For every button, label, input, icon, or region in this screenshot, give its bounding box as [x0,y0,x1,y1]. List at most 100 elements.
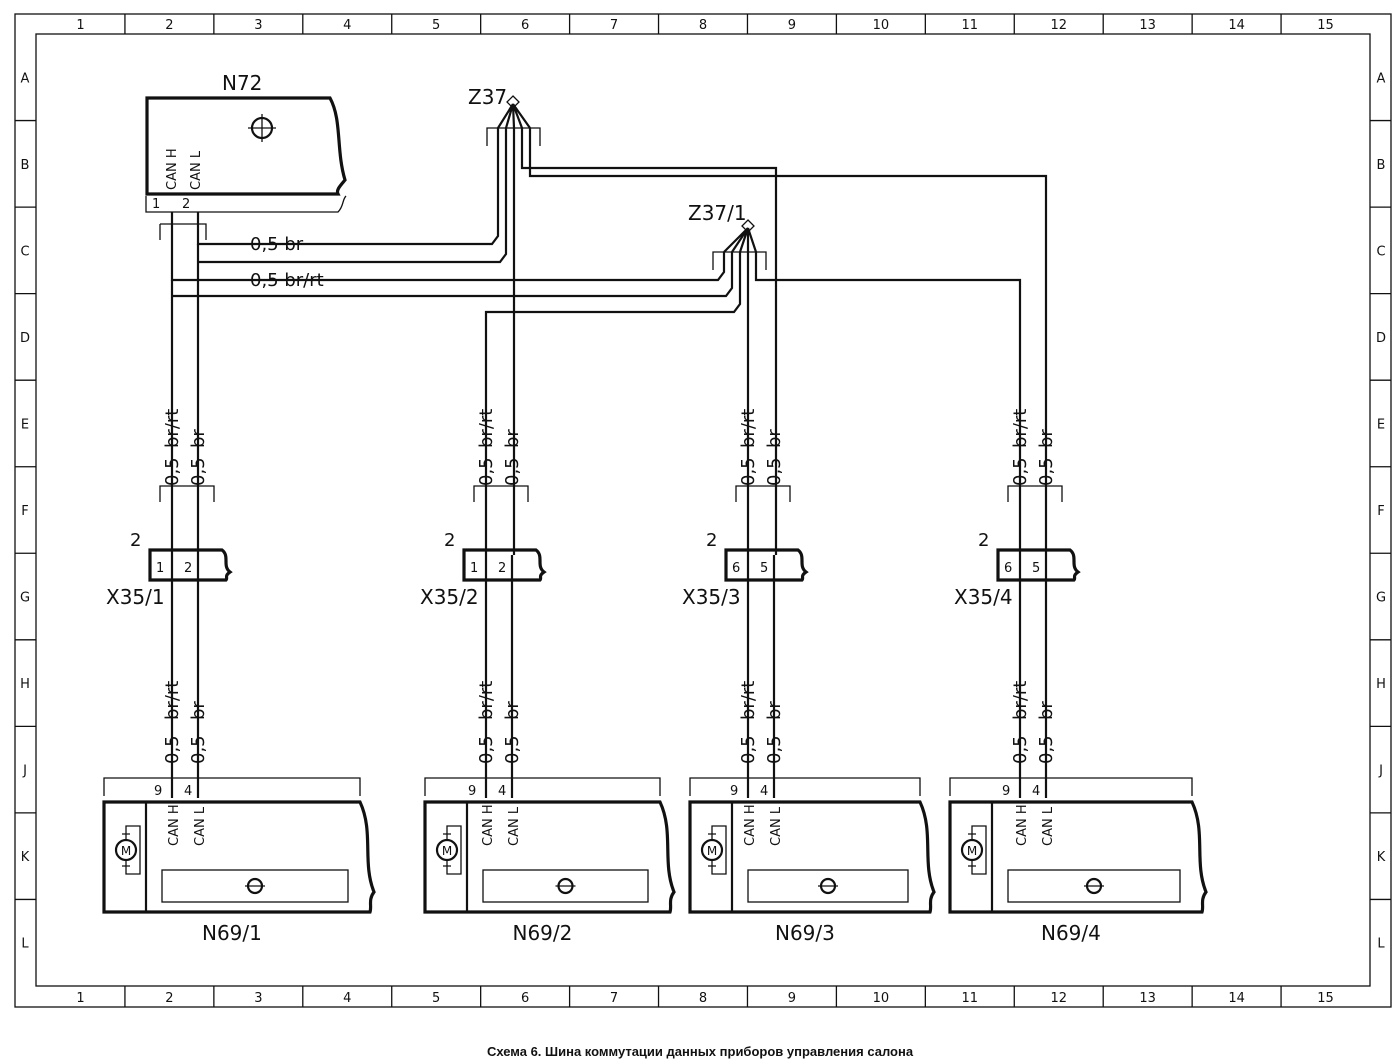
grid-col-top-2: 2 [165,18,173,33]
connector-3-pin-b: 5 [760,561,768,576]
branch3-lower-size-b: 0,5 [764,735,785,764]
grid-col-top-7: 7 [610,18,618,33]
grid-col-bottom-7: 7 [610,991,618,1006]
n72-pin-2: 2 [182,197,190,212]
grid-row-left-G: G [20,591,30,606]
branch4-upper-br-rt-label: br/rt [1010,409,1031,448]
grid-row-right-E: E [1377,417,1385,432]
grid-col-bottom-12: 12 [1050,991,1067,1006]
module-1-motor-label: M [121,844,131,858]
module-1-pin-b: 4 [184,784,192,799]
branch4-lower-size-a: 0,5 [1010,735,1031,764]
branch1-lower-br-rt-label: br/rt [162,681,183,720]
grid-row-right-H: H [1376,677,1386,692]
module-n69-4 [948,800,1208,914]
module-3-can-l-label: CAN L [769,806,784,846]
diagram-frame: 1122334455667788991010111112121313141415… [14,13,1392,1008]
connector-2-name: X35/2 [420,585,479,609]
diagram-caption: Схема 6. Шина коммутации данных приборов… [486,1044,914,1059]
grid-row-right-D: D [1376,331,1386,346]
grid-col-bottom-15: 15 [1317,991,1334,1006]
n72-can-l-label: CAN L [189,150,204,190]
module-3-can-h-label: CAN H [743,804,758,846]
branch4-lower-br-label: br [1036,701,1057,720]
grid-row-right-C: C [1376,244,1385,259]
connector-x35-4 [996,548,1081,582]
grid-row-left-F: F [21,504,28,519]
module-4-name: N69/4 [1041,921,1101,945]
module-2-can-l-label: CAN L [507,806,522,846]
branch2-lower-size-b: 0,5 [502,735,523,764]
grid-row-left-A: A [21,71,30,86]
module-4-pin-b: 4 [1032,784,1040,799]
wires: 0,5 br 0,5 br/rt [170,128,1048,555]
grid-col-bottom-6: 6 [521,991,529,1006]
connector-2-number: 2 [444,530,455,551]
module-4-pin-a: 9 [1002,784,1010,799]
module-2-display [482,869,649,903]
grid-row-left-B: B [21,158,30,173]
branch2-lower-br-label: br [502,701,523,720]
grid-row-right-A: A [1377,71,1386,86]
branch1-upper-br-label: br [188,429,209,448]
branch2-lower-size-a: 0,5 [476,735,497,764]
grid-row-right-J: J [1378,764,1383,779]
grid-row-left-E: E [21,417,29,432]
connector-4-pin-b: 5 [1032,561,1040,576]
n72-pin-1: 1 [152,197,160,212]
grid-col-bottom-14: 14 [1228,991,1245,1006]
grid-col-top-13: 13 [1139,18,1156,33]
splice-z37-1: Z37/1 [688,201,767,270]
grid-col-top-9: 9 [788,18,796,33]
grid-col-top-8: 8 [699,18,707,33]
connector-4-pin-a: 6 [1004,561,1012,576]
grid-row-right-K: K [1377,850,1386,865]
module-2-pin-a: 9 [468,784,476,799]
branch3-upper-size-a: 0,5 [738,457,759,486]
grid-col-bottom-2: 2 [165,991,173,1006]
grid-col-bottom-5: 5 [432,991,440,1006]
grid-row-right-G: G [1376,591,1386,606]
connector-3-pin-a: 6 [732,561,740,576]
grid-row-left-H: H [20,677,30,692]
branch2-lower-br-rt-label: br/rt [476,681,497,720]
module-3-name: N69/3 [775,921,835,945]
connector-1-name: X35/1 [106,585,165,609]
grid-col-top-1: 1 [76,18,84,33]
grid-col-bottom-11: 11 [962,991,979,1006]
z37-1-label: Z37/1 [688,201,747,225]
connector-2-pin-b: 2 [498,561,506,576]
grid-col-bottom-10: 10 [873,991,890,1006]
module-2-can-h-label: CAN H [481,804,496,846]
n72-unit: N72 CAN H CAN L 1 2 [145,71,347,240]
branch1-lower-size-a: 0,5 [162,735,183,764]
branch3-lower-br-rt-label: br/rt [738,681,759,720]
branch3-lower-br-label: br [764,701,785,720]
module-n69-2 [423,800,676,914]
branch4-lower-br-rt-label: br/rt [1010,681,1031,720]
grid-col-top-11: 11 [962,18,979,33]
grid-col-top-14: 14 [1228,18,1245,33]
connector-3-number: 2 [706,530,717,551]
branch2-upper-size-a: 0,5 [476,457,497,486]
module-2-motor-label: M [442,844,452,858]
branch2-upper-size-b: 0,5 [502,457,523,486]
module-3-display [747,869,909,903]
branch1-upper-size-b: 0,5 [188,457,209,486]
grid-col-top-10: 10 [873,18,890,33]
branch1-lower-br-label: br [188,701,209,720]
gauge-icon [248,114,276,142]
wire-label-br-rt: 0,5 br/rt [250,270,324,291]
module-3-pin-b: 4 [760,784,768,799]
grid-col-bottom-9: 9 [788,991,796,1006]
grid-row-right-F: F [1377,504,1384,519]
grid-row-left-L: L [21,937,29,952]
connector-1-pin-b: 2 [184,561,192,576]
branch1-lower-size-b: 0,5 [188,735,209,764]
branch3-lower-size-a: 0,5 [738,735,759,764]
branch4-upper-size-b: 0,5 [1036,457,1057,486]
module-2-pin-b: 4 [498,784,506,799]
module-1-pin-a: 9 [154,784,162,799]
